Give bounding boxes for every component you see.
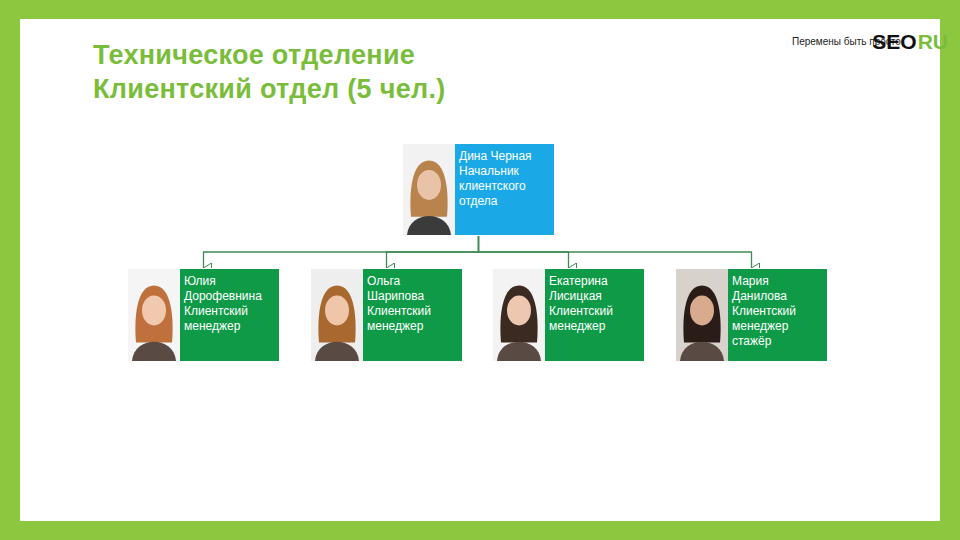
logo-word: SEO	[872, 31, 916, 52]
portrait-photo	[128, 269, 180, 361]
person-name: Мария Данилова	[732, 274, 823, 304]
org-connector	[479, 236, 752, 268]
logo-word: RU	[918, 31, 948, 52]
person-name: Екатерина Лисицкая	[549, 274, 640, 304]
head-box: Дина ЧернаяНачальник клиентского отдела	[402, 143, 555, 236]
portrait-photo	[493, 269, 545, 361]
person-name: Дина Черная	[459, 149, 550, 164]
portrait-photo	[676, 269, 728, 361]
employee-box: Мария ДаниловаКлиентский менеджер стажёр	[675, 268, 828, 362]
job-title: Клиентский менеджер	[184, 304, 275, 334]
employee-box: Ольга ШариповаКлиентский менеджер	[310, 268, 463, 362]
org-connector	[204, 236, 479, 268]
slide-title: Техническое отделение Клиентский отдел (…	[93, 38, 563, 106]
employee-box: Екатерина ЛисицкаяКлиентский менеджер	[492, 268, 645, 362]
org-connector	[387, 236, 479, 268]
employee-box: Юлия ДорофевнинаКлиентский менеджер	[127, 268, 280, 362]
portrait-photo	[403, 144, 455, 235]
job-title: Начальник клиентского отдела	[459, 164, 550, 209]
person-name: Юлия Дорофевнина	[184, 274, 275, 304]
job-title: Клиентский менеджер стажёр	[732, 304, 823, 349]
person-name: Ольга Шарипова	[367, 274, 458, 304]
job-title: Клиентский менеджер	[549, 304, 640, 334]
job-title: Клиентский менеджер	[367, 304, 458, 334]
portrait-photo	[311, 269, 363, 361]
